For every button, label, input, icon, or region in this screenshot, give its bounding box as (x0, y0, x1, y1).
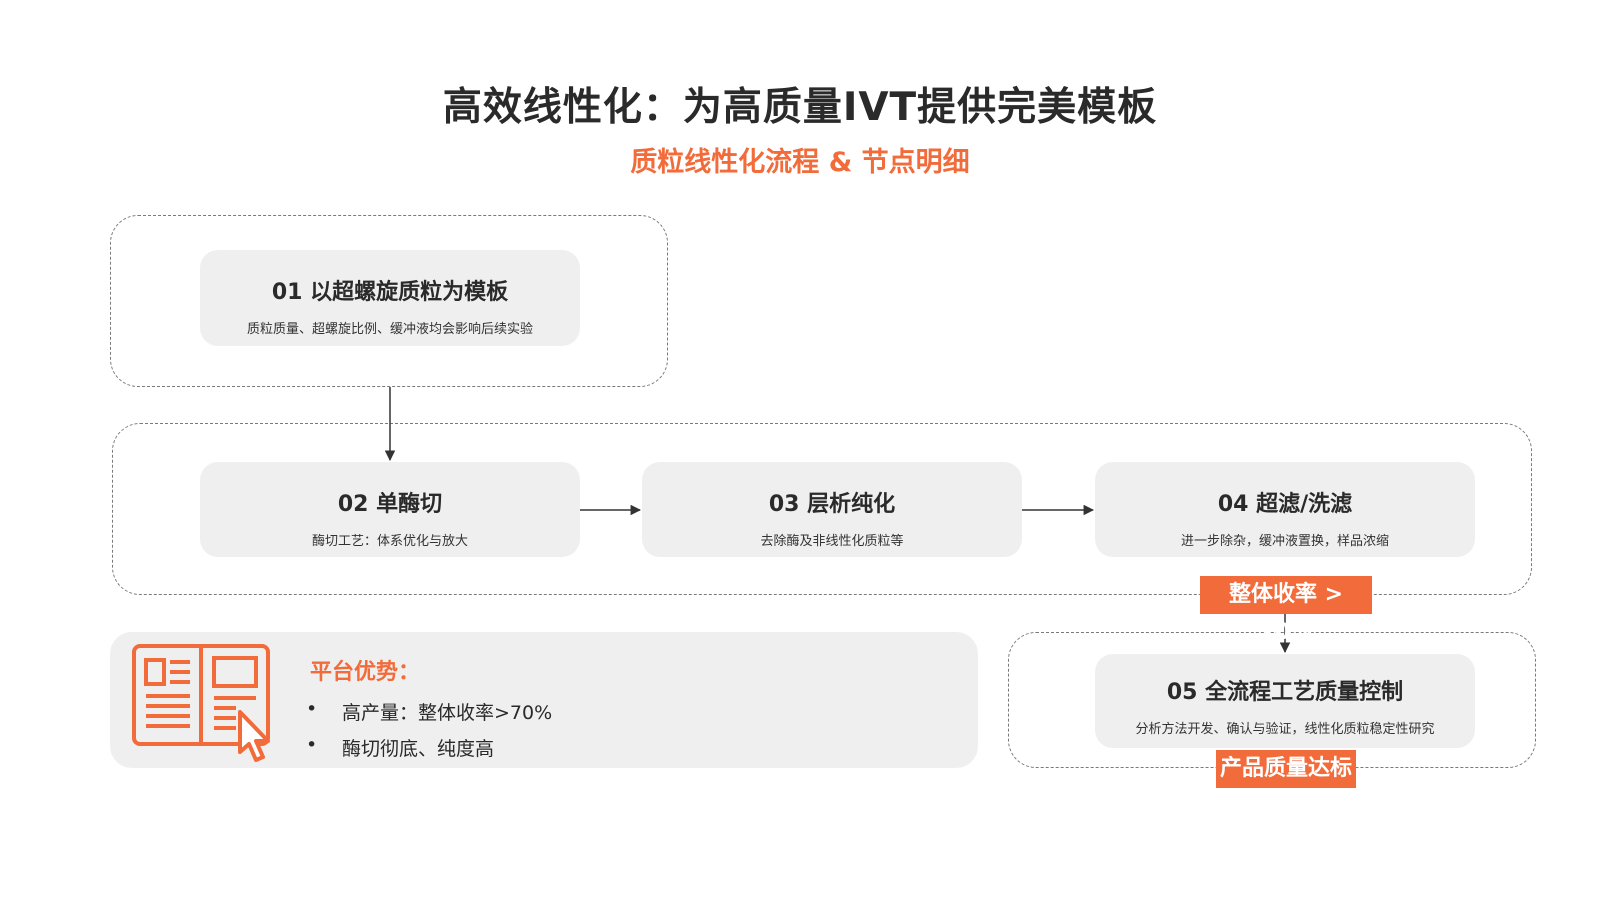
page-title: 高效线性化：为高质量IVT提供完美模板 (442, 85, 1158, 130)
group-steps-02-04 (112, 423, 1532, 595)
step-desc: 质粒质量、超螺旋比例、缓冲液均会影响后续实验 (246, 322, 533, 337)
advantages-title: 平台优势： (310, 660, 421, 685)
step-card-03: 03 层析纯化 去除酶及非线性化质粒等 (642, 462, 1022, 557)
step-title: 03 层析纯化 (768, 492, 896, 517)
step-card-04: 04 超滤/洗滤 进一步除杂，缓冲液置换，样品浓缩 (1095, 462, 1475, 557)
page-subtitle: 质粒线性化流程 & 节点明细 (630, 147, 970, 178)
step-desc: 进一步除杂，缓冲液置换，样品浓缩 (1180, 534, 1389, 549)
yield-tag: 整体收率 > 70% (1200, 576, 1372, 645)
step-card-05: 05 全流程工艺质量控制 分析方法开发、确认与验证，线性化质粒稳定性研究 (1095, 654, 1475, 748)
step-desc: 分析方法开发、确认与验证，线性化质粒稳定性研究 (1135, 722, 1435, 737)
advantages-panel: 平台优势： • 高产量：整体收率>70% • 酶切彻底、纯度高 (110, 632, 978, 768)
quality-tag: 产品质量达标 (1216, 750, 1356, 788)
advantage-text: 高产量：整体收率>70% (342, 702, 553, 724)
document-cursor-icon (132, 644, 270, 762)
step-desc: 酶切工艺：体系优化与放大 (311, 534, 468, 549)
bullet-dot: • (306, 698, 318, 720)
step-title: 05 全流程工艺质量控制 (1166, 680, 1404, 705)
step-desc: 去除酶及非线性化质粒等 (760, 534, 904, 549)
step-title: 02 单酶切 (337, 492, 443, 517)
step-card-02: 02 单酶切 酶切工艺：体系优化与放大 (200, 462, 580, 557)
advantage-text: 酶切彻底、纯度高 (342, 738, 495, 760)
bullet-dot: • (306, 734, 318, 756)
group-step-01 (110, 215, 668, 387)
step-title: 01 以超螺旋质粒为模板 (271, 280, 509, 305)
step-title: 04 超滤/洗滤 (1217, 492, 1353, 517)
step-card-01: 01 以超螺旋质粒为模板 质粒质量、超螺旋比例、缓冲液均会影响后续实验 (200, 250, 580, 346)
